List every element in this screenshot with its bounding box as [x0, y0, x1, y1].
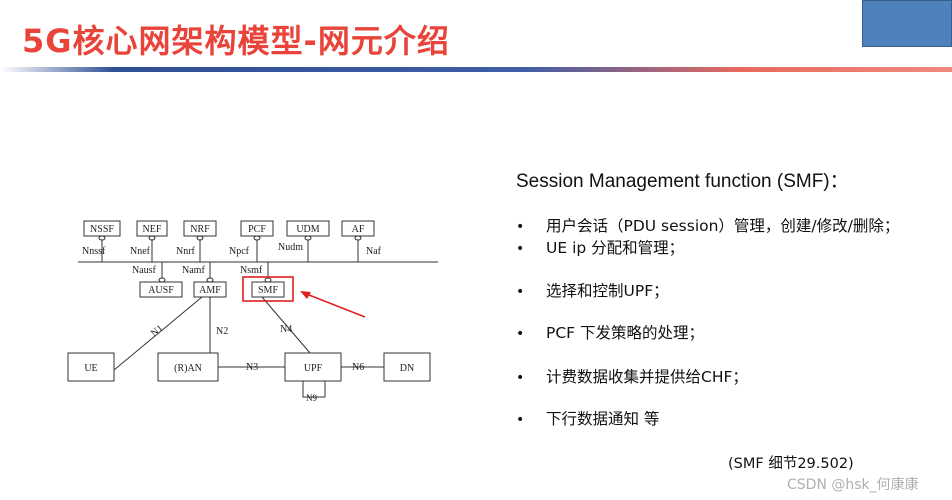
list-item-text: 选择和控制UPF； — [546, 282, 669, 300]
if-npcf: Npcf — [229, 246, 250, 257]
list-item: • 计费数据收集并提供给CHF； — [516, 365, 748, 387]
nf-smf: SMF — [258, 285, 278, 296]
title-underline — [0, 67, 952, 72]
smf-highlight — [242, 276, 294, 302]
if-nnrf: Nnrf — [176, 246, 196, 257]
if-nausf: Nausf — [132, 265, 157, 276]
list-item-text: PCF 下发策略的处理； — [546, 324, 705, 342]
link-n9: N9 — [306, 393, 317, 403]
list-item: • UE ip 分配和管理； — [516, 236, 684, 258]
nf-pcf: PCF — [248, 224, 266, 235]
node-upf: UPF — [304, 363, 323, 374]
bullet-icon: • — [516, 219, 525, 235]
node-ran: (R)AN — [174, 363, 202, 374]
bullet-icon: • — [516, 412, 525, 428]
list-item: • 选择和控制UPF； — [516, 279, 669, 301]
nf-udm: UDM — [296, 224, 319, 235]
if-nnef: Nnef — [130, 246, 151, 257]
link-n3: N3 — [246, 362, 258, 373]
list-item-text: UE ip 分配和管理； — [546, 239, 685, 257]
nf-ausf: AUSF — [148, 285, 174, 296]
bullet-icon: • — [516, 370, 525, 386]
if-nudm: Nudm — [278, 242, 303, 253]
list-item-text: 计费数据收集并提供给CHF； — [546, 368, 748, 386]
node-ue: UE — [84, 363, 97, 374]
smf-reference-note: (SMF 细节29.502) — [728, 456, 854, 472]
list-item: • 下行数据通知 等 — [516, 407, 659, 429]
nf-nssf: NSSF — [90, 224, 114, 235]
nf-amf: AMF — [199, 285, 221, 296]
architecture-diagram: NSSF NEF NRF PCF UDM AF Nnssf Nnef Nnrf … — [67, 220, 438, 403]
nf-af: AF — [352, 224, 365, 235]
if-nnssf: Nnssf — [82, 246, 106, 257]
if-nsmf: Nsmf — [240, 265, 263, 276]
link-n4: N4 — [280, 324, 292, 335]
link-n1: N1 — [149, 323, 165, 339]
page-title: 5G核心网架构模型-网元介绍 — [22, 22, 450, 60]
smf-heading: Session Management function (SMF)： — [516, 171, 849, 192]
link-n2: N2 — [216, 326, 228, 337]
node-dn: DN — [400, 363, 414, 374]
bullet-icon: • — [516, 241, 525, 257]
nf-nrf: NRF — [190, 224, 210, 235]
bullet-icon: • — [516, 284, 525, 300]
watermark: CSDN @hsk_何康康 — [787, 477, 919, 493]
if-namf: Namf — [182, 265, 205, 276]
corner-decoration — [862, 0, 952, 47]
list-item: • PCF 下发策略的处理； — [516, 321, 704, 343]
link-n6: N6 — [352, 362, 364, 373]
if-naf: Naf — [366, 246, 382, 257]
list-item-text: 下行数据通知 等 — [546, 410, 660, 428]
bullet-icon: • — [516, 326, 525, 342]
list-item-text: 用户会话（PDU session）管理，创建/修改/删除； — [546, 217, 900, 235]
list-item: • 用户会话（PDU session）管理，创建/修改/删除； — [516, 214, 899, 236]
nf-nef: NEF — [143, 224, 162, 235]
